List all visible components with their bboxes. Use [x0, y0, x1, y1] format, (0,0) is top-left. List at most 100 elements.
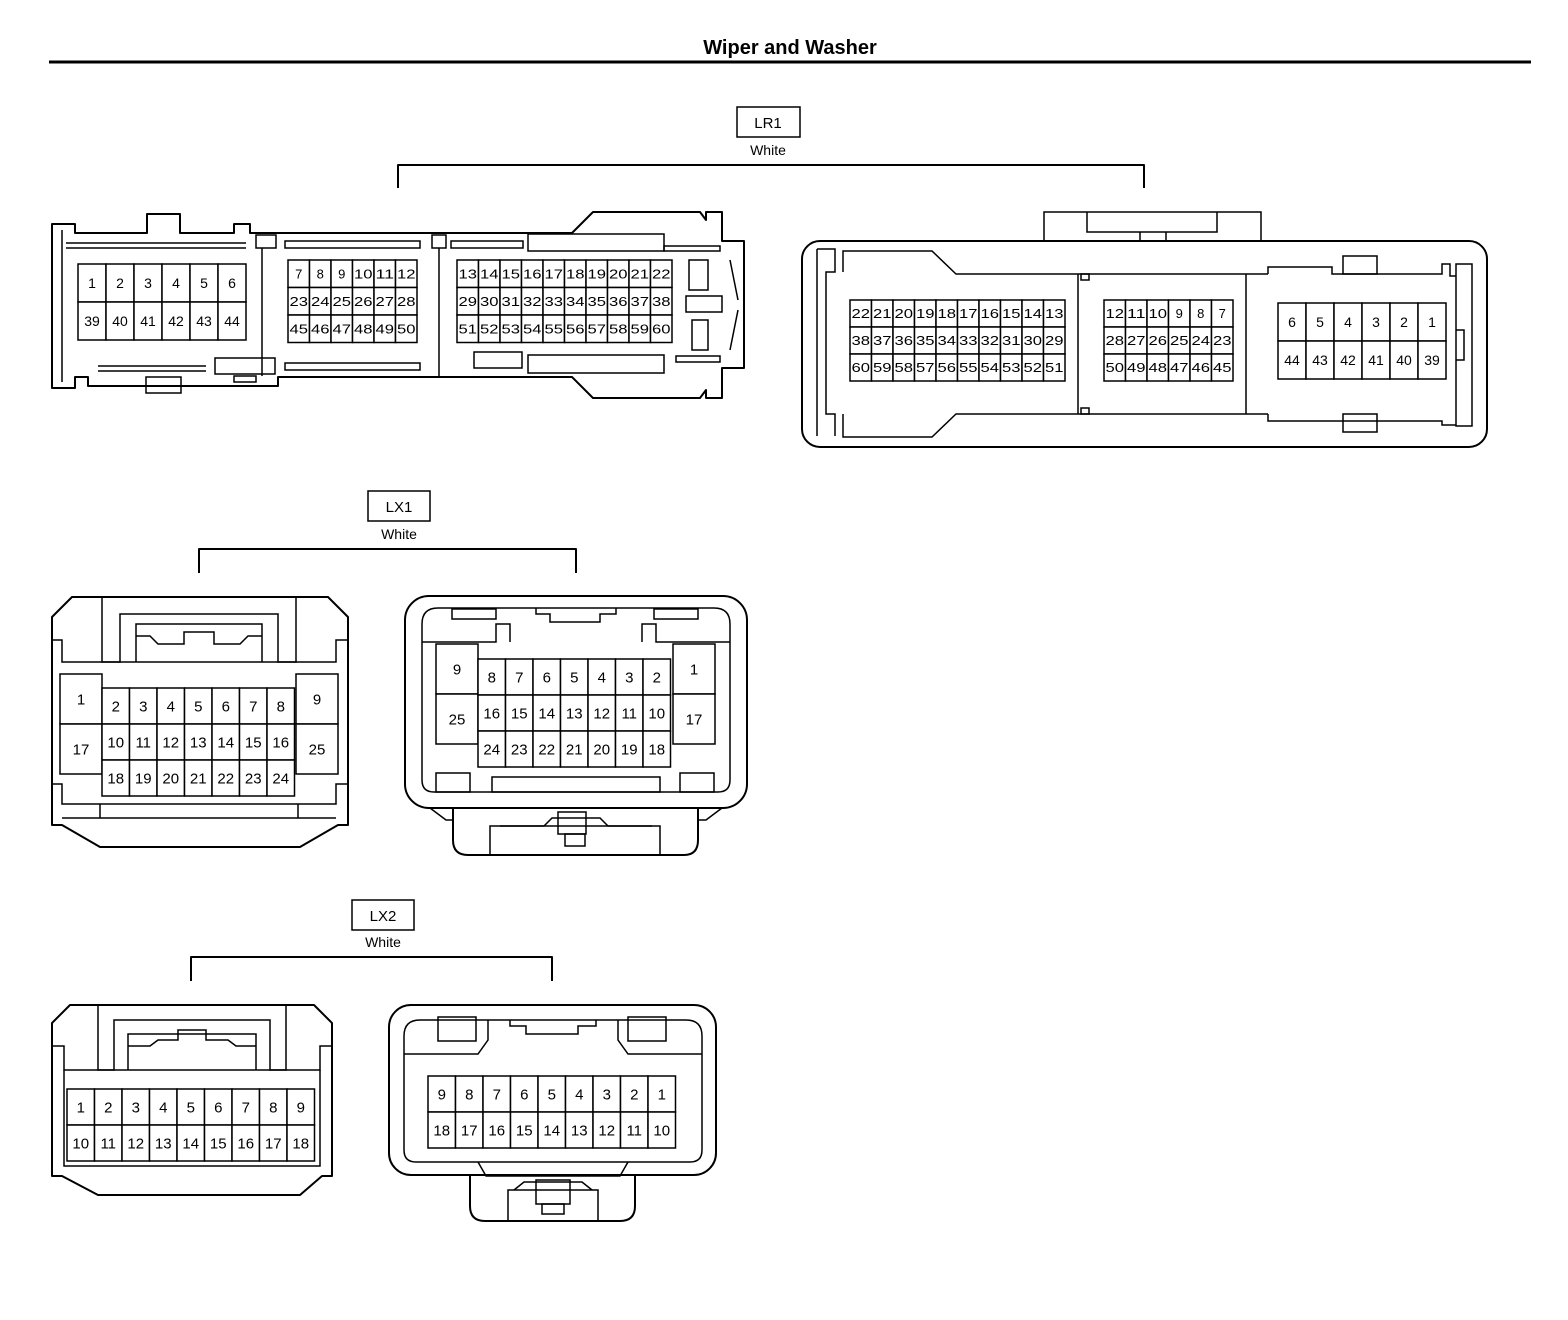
terminal-number: 23 — [511, 741, 528, 758]
terminal-cell — [295, 723, 339, 775]
connector-bracket — [198, 548, 577, 573]
terminal-cell — [642, 658, 672, 696]
terminal-number: 23 — [290, 294, 309, 309]
terminal-number: 5 — [194, 698, 202, 715]
terminal-number: 35 — [916, 333, 935, 348]
terminal-number: 12 — [162, 734, 179, 751]
terminal-number: 55 — [959, 360, 978, 375]
terminal-number: 3 — [625, 669, 633, 686]
terminal-number: 23 — [245, 770, 262, 787]
terminal-cell — [266, 687, 296, 725]
terminal-number: 24 — [483, 741, 500, 758]
terminal-number: 16 — [272, 734, 289, 751]
connector-color-label: White — [381, 526, 417, 542]
terminal-cell — [592, 1111, 622, 1149]
terminal-cell — [1210, 353, 1234, 382]
terminal-cell — [128, 723, 158, 761]
terminal-cell — [183, 687, 213, 725]
terminal-number: 13 — [190, 734, 207, 751]
terminal-number: 6 — [543, 669, 551, 686]
terminal-cell — [619, 1111, 649, 1149]
terminal-cell — [286, 1124, 316, 1162]
terminal-number: 34 — [938, 333, 957, 348]
terminal-cell — [231, 1088, 261, 1126]
terminal-number: 14 — [1024, 306, 1043, 321]
terminal-number: 19 — [135, 770, 152, 787]
terminal-number: 1 — [88, 275, 96, 291]
terminal-number: 53 — [502, 321, 521, 336]
terminal-number: 11 — [100, 1135, 116, 1152]
terminal-cell — [121, 1088, 151, 1126]
terminal-number: 46 — [311, 321, 330, 336]
terminal-number: 13 — [155, 1135, 172, 1152]
terminal-number: 22 — [652, 266, 671, 281]
terminal-number: 20 — [162, 770, 179, 787]
terminal-number: 17 — [545, 266, 564, 281]
terminal-number: 56 — [938, 360, 957, 375]
terminal-number: 10 — [72, 1135, 89, 1152]
connector-code: LX1 — [386, 499, 413, 516]
terminal-cell — [148, 1124, 178, 1162]
terminal-number: 36 — [609, 294, 628, 309]
terminal-number: 13 — [566, 705, 583, 722]
terminal-cell — [1042, 353, 1066, 382]
terminal-number: 41 — [1368, 352, 1384, 368]
connector-housing — [51, 1004, 333, 1196]
terminal-cell — [238, 759, 268, 797]
terminal-number: 49 — [376, 321, 395, 336]
terminal-number: 28 — [397, 294, 416, 309]
terminal-number: 55 — [545, 321, 564, 336]
terminal-number: 9 — [338, 266, 345, 281]
terminal-number: 2 — [630, 1086, 638, 1103]
terminal-number: 9 — [453, 661, 461, 678]
terminal-number: 58 — [895, 360, 914, 375]
connector-housing — [51, 211, 745, 399]
terminal-number: 48 — [1149, 360, 1168, 375]
terminal-number: 2 — [116, 275, 124, 291]
terminal-cell — [454, 1075, 484, 1113]
terminal-number: 29 — [1045, 333, 1064, 348]
terminal-cell — [592, 1075, 622, 1113]
terminal-number: 45 — [290, 321, 309, 336]
terminal-number: 4 — [159, 1099, 167, 1116]
terminal-number: 1 — [1428, 314, 1436, 330]
terminal-number: 58 — [609, 321, 628, 336]
terminal-number: 51 — [1045, 360, 1064, 375]
terminal-number: 38 — [852, 333, 871, 348]
terminal-cell — [394, 314, 418, 344]
terminal-number: 18 — [938, 306, 957, 321]
terminal-number: 44 — [1284, 352, 1300, 368]
terminal-number: 46 — [1192, 360, 1211, 375]
terminal-number: 8 — [269, 1099, 277, 1116]
terminal-number: 32 — [523, 294, 542, 309]
terminal-number: 3 — [603, 1086, 611, 1103]
terminal-number: 30 — [480, 294, 499, 309]
terminal-number: 2 — [112, 698, 120, 715]
terminal-cell — [1305, 302, 1335, 342]
terminal-number: 16 — [523, 266, 542, 281]
terminal-cell — [477, 694, 507, 732]
terminal-number: 17 — [959, 306, 978, 321]
terminal-number: 57 — [588, 321, 607, 336]
terminal-cell — [266, 759, 296, 797]
terminal-number: 42 — [168, 313, 184, 329]
terminal-number: 18 — [648, 741, 665, 758]
terminal-number: 20 — [895, 306, 914, 321]
terminal-number: 9 — [1176, 306, 1183, 321]
terminal-cell — [537, 1111, 567, 1149]
terminal-number: 20 — [609, 266, 628, 281]
terminal-number: 4 — [172, 275, 180, 291]
terminal-cell — [427, 1111, 457, 1149]
terminal-number: 15 — [502, 266, 521, 281]
terminal-number: 24 — [311, 294, 330, 309]
terminal-number: 59 — [631, 321, 650, 336]
terminal-cell — [1333, 302, 1363, 342]
terminal-number: 18 — [107, 770, 124, 787]
terminal-number: 4 — [575, 1086, 583, 1103]
